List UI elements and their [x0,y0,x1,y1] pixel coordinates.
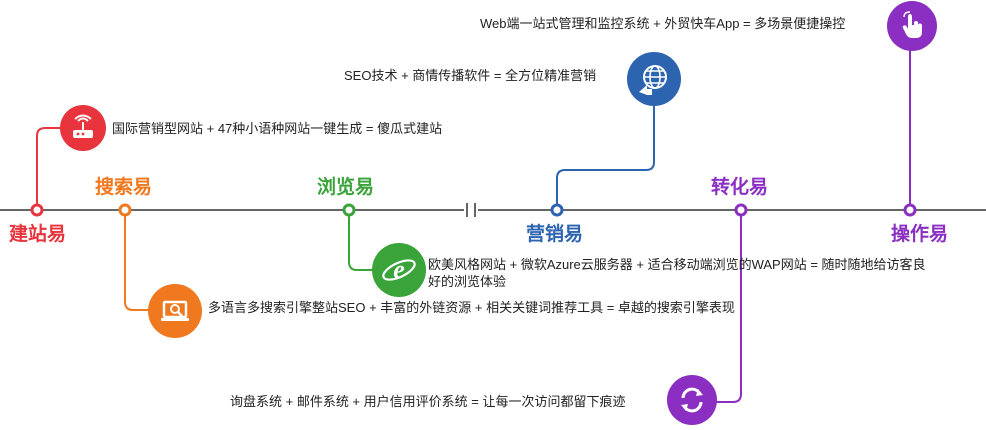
laptop-search-icon [148,284,202,338]
desc-liulan-line2: 好的浏览体验 [428,274,507,289]
stage-label-yingxiao: 营销易 [526,224,584,245]
desc-sousuo: 多语言多搜索引擎整站SEO + 丰富的外链资源 + 相关关键词推荐工具 = 卓越… [208,300,735,315]
node-liulan [342,203,356,217]
touch-hand-icon [887,1,937,51]
svg-text:e: e [393,255,405,284]
node-caozuo [903,203,917,217]
stage-label-liulan: 浏览易 [317,177,375,198]
stage-label-zhuanhua: 转化易 [711,177,769,198]
router-icon [60,105,106,151]
refresh-icon [667,375,717,425]
desc-jianzhan: 国际营销型网站 + 47种小语种网站一键生成 = 傻瓜式建站 [112,121,443,136]
connector-yingxiao [556,100,655,210]
stage-label-caozuo: 操作易 [891,224,949,245]
browser-e-icon: e [372,243,426,297]
connector-zhuanhua [715,210,742,403]
stage-label-jianzhan: 建站易 [9,224,67,245]
connector-sousuo [124,210,150,311]
desc-caozuo: Web端一站式管理和监控系统 + 外贸快车App = 多场景便捷操控 [480,16,846,31]
desc-yingxiao: SEO技术 + 商情传播软件 = 全方位精准营销 [344,68,597,83]
desc-liulan-line1: 欧美风格网站 + 微软Azure云服务器 + 适合移动端浏览的WAP网站 = 随… [428,257,926,272]
node-jianzhan [30,203,44,217]
stage-label-sousuo: 搜索易 [95,177,153,198]
globe-share-icon [627,52,681,106]
connector-jianzhan [36,127,62,210]
node-zhuanhua [734,203,748,217]
node-yingxiao [550,203,564,217]
connector-liulan [348,210,375,271]
node-sousuo [118,203,132,217]
desc-zhuanhua: 询盘系统 + 邮件系统 + 用户信用评价系统 = 让每一次访问都留下痕迹 [230,394,626,409]
